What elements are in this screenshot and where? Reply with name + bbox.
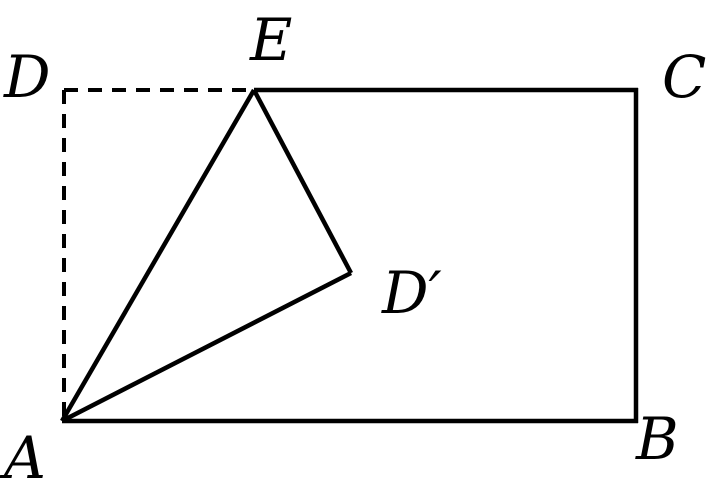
label-point-E: E [249,6,292,74]
segment-AD-prime [60,270,353,424]
segment-ED-prime [252,88,353,275]
label-point-D: D [3,43,51,111]
label-point-A: A [0,424,46,482]
label-point-D-prime: D′ [381,259,442,327]
label-point-C: C [662,43,706,111]
segment-AE [60,88,256,423]
label-point-B: B [635,405,679,473]
